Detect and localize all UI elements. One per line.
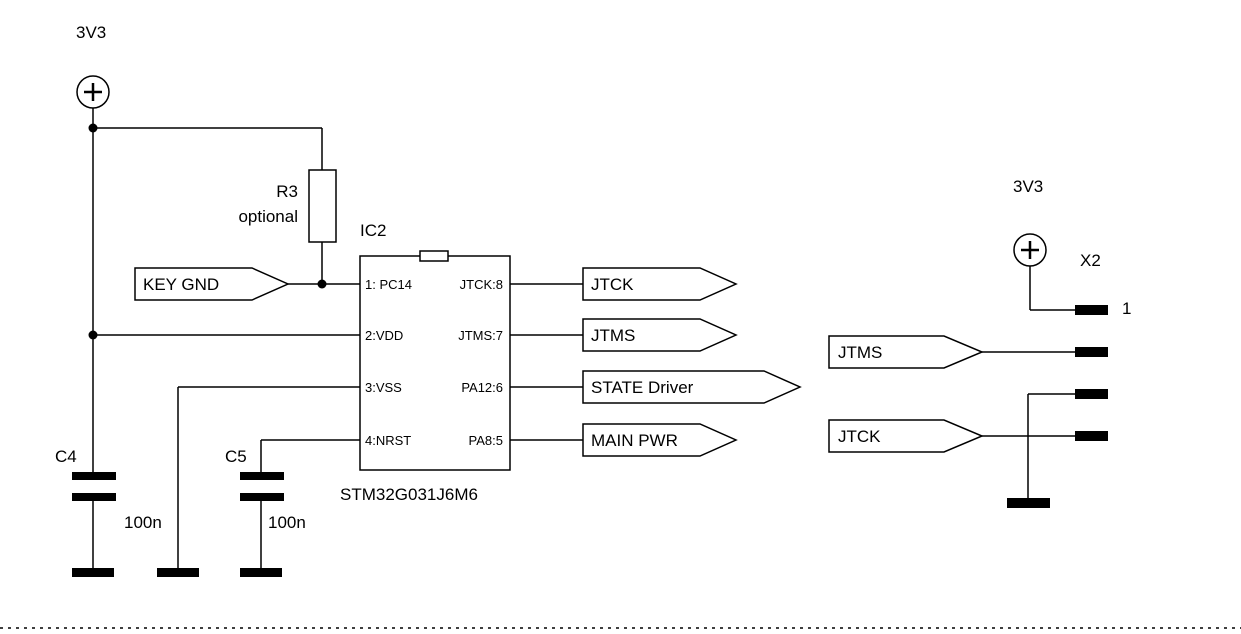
pin-right-6: PA12:6 (461, 380, 503, 395)
c4-plate-bottom (72, 493, 116, 501)
pin-right-5: PA8:5 (469, 433, 503, 448)
c5-plate-bottom (240, 493, 284, 501)
c5-ref: C5 (225, 447, 247, 466)
x2-pin-2 (1075, 347, 1108, 357)
c4-ref: C4 (55, 447, 77, 466)
flag-key-gnd (134, 267, 290, 301)
r3-note: optional (238, 207, 298, 226)
pin-left-1: 1: PC14 (365, 277, 412, 292)
r3-ref: R3 (276, 182, 298, 201)
flag-jtck (582, 267, 738, 301)
x2-ref: X2 (1080, 251, 1101, 270)
flag-jtms-conn-label: JTMS (838, 343, 882, 362)
flag-jtms (582, 318, 738, 352)
junction-3v3-top (88, 123, 98, 133)
c4-plate-top (72, 472, 116, 480)
ground-c5-icon (240, 568, 282, 577)
ic-ref: IC2 (360, 221, 386, 240)
c4-value: 100n (124, 513, 162, 532)
pin-left-4: 4:NRST (365, 433, 411, 448)
power-label-3v3-right: 3V3 (1013, 177, 1043, 196)
junction-vdd (88, 330, 98, 340)
ic-part: STM32G031J6M6 (340, 485, 478, 504)
pin-right-8: JTCK:8 (460, 277, 503, 292)
flag-jtms-conn (828, 335, 984, 369)
c5-value: 100n (268, 513, 306, 532)
x2-pin-3 (1075, 389, 1108, 399)
pin-left-3: 3:VSS (365, 380, 402, 395)
ic-notch (419, 250, 449, 262)
ground-conn-icon (1007, 498, 1050, 508)
flag-jtck-label: JTCK (591, 275, 634, 294)
ic-body (359, 255, 511, 471)
flag-jtck-conn-label: JTCK (838, 427, 881, 446)
pin-left-2: 2:VDD (365, 328, 403, 343)
flag-main-pwr-label: MAIN PWR (591, 431, 678, 450)
x2-pin-4 (1075, 431, 1108, 441)
c5-plate-top (240, 472, 284, 480)
power-symbol-left-icon (76, 75, 110, 109)
power-label-3v3-left: 3V3 (76, 23, 106, 42)
pin-right-7: JTMS:7 (458, 328, 503, 343)
flag-main-pwr (582, 423, 738, 457)
flag-key-gnd-label: KEY GND (143, 275, 219, 294)
x2-pin-1 (1075, 305, 1108, 315)
resistor-r3 (308, 169, 337, 243)
x2-pin1-label: 1 (1122, 299, 1131, 318)
ground-c4-icon (72, 568, 114, 577)
flag-jtms-label: JTMS (591, 326, 635, 345)
power-symbol-right-icon (1013, 233, 1047, 267)
flag-jtck-conn (828, 419, 984, 453)
flag-state-driver (582, 370, 802, 404)
flag-state-label: STATE Driver (591, 378, 694, 397)
ground-vss-icon (157, 568, 199, 577)
